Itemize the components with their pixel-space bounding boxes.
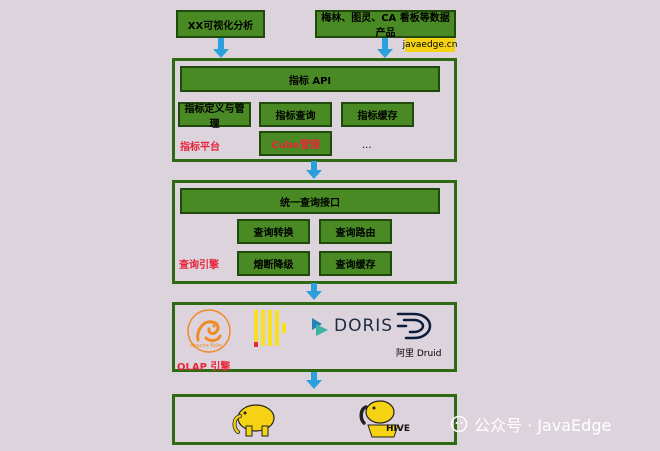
query-cache-box: 查询缓存 — [319, 251, 392, 276]
cube-box: Cube管理 — [259, 131, 332, 156]
viz-box: XX可视化分析 — [176, 10, 265, 38]
druid-logo-icon — [396, 311, 436, 341]
query-engine-panel — [172, 180, 457, 284]
wechat-icon — [450, 415, 468, 433]
metric-define-label: 指标定义与管理 — [184, 103, 245, 130]
site-tag-text: javaedge.cn — [402, 40, 458, 50]
query-convert-label: 查询转换 — [253, 228, 294, 239]
metric-cache-box: 指标缓存 — [341, 102, 414, 127]
metric-query-box: 指标查询 — [259, 102, 332, 127]
hive-logo-icon: HIVE — [358, 397, 414, 439]
products-box: 梅林、图灵、CA 看板等数据产品 — [315, 10, 456, 39]
kylin-logo-icon: Apache Kylin — [186, 308, 232, 354]
storage-panel — [172, 394, 457, 445]
doris-logo-icon — [310, 316, 330, 338]
fuse-label: 熔断降级 — [253, 260, 294, 271]
unified-query-label: 统一查询接口 — [280, 197, 340, 209]
watermark-text: 公众号 · JavaEdge — [474, 416, 612, 435]
query-route-box: 查询路由 — [319, 219, 392, 244]
druid-caption: 阿里 Druid — [396, 349, 442, 359]
ellipsis: ... — [362, 140, 372, 151]
doris-wordmark: DORIS — [334, 316, 394, 336]
fuse-box: 熔断降级 — [237, 251, 310, 276]
metric-api-label: 指标 API — [288, 75, 332, 87]
cube-label: Cube管理 — [271, 140, 320, 151]
clickhouse-logo-icon — [254, 310, 294, 348]
metric-query-label: 指标查询 — [275, 111, 316, 122]
products-label: 梅林、图灵、CA 看板等数据产品 — [321, 13, 450, 39]
watermark: 公众号 · JavaEdge — [450, 412, 611, 436]
query-convert-box: 查询转换 — [237, 219, 310, 244]
metric-api-box: 指标 API — [180, 66, 440, 92]
kylin-caption: Apache Kylin — [190, 343, 223, 349]
metric-platform-label: 指标平台 — [180, 142, 220, 153]
olap-label: OLAP 引擎 — [177, 362, 231, 373]
hadoop-elephant-icon — [230, 400, 280, 438]
viz-label: XX可视化分析 — [187, 20, 254, 32]
query-route-label: 查询路由 — [335, 228, 376, 239]
query-cache-label: 查询缓存 — [335, 260, 376, 271]
metric-cache-label: 指标缓存 — [357, 111, 398, 122]
unified-query-box: 统一查询接口 — [180, 188, 440, 214]
query-engine-label: 查询引擎 — [179, 260, 219, 271]
metric-define-box: 指标定义与管理 — [178, 102, 251, 130]
hive-label: HIVE — [386, 424, 410, 434]
site-tag: javaedge.cn — [402, 38, 458, 52]
metric-platform-panel — [172, 58, 457, 162]
olap-panel — [172, 302, 457, 372]
